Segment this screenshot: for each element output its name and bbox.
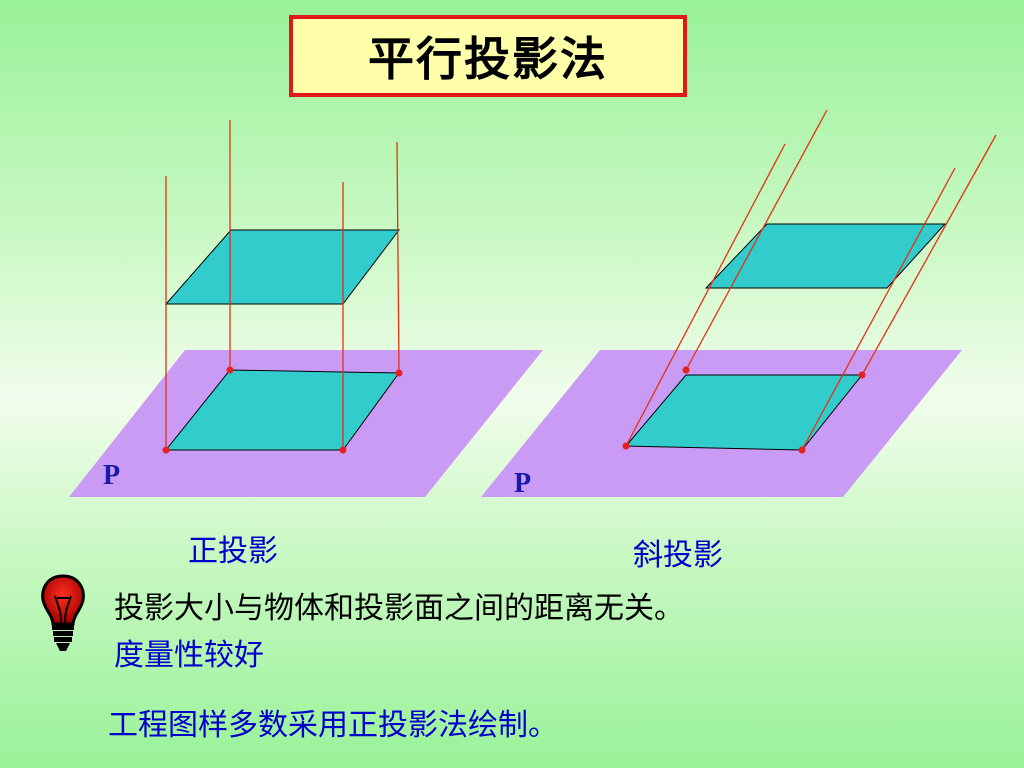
lightbulb-icon [38,574,88,654]
right-upper-shape [704,223,947,289]
note-distance-independent: 投影大小与物体和投影面之间的距离无关。 [114,591,684,626]
orthographic-caption: 正投影 [188,534,278,569]
left-plane-label: P [103,460,120,491]
right-projection-rays [625,109,997,451]
note-engineering-drawings: 工程图样多数采用正投影法绘制。 [108,708,558,743]
page-title: 平行投影法 [368,32,608,86]
note-measurability: 度量性较好 [114,638,264,673]
left-upper-shape [164,229,401,305]
left-projection-points [162,366,403,454]
title-box: 平行投影法 [289,15,687,97]
right-projection-points [622,366,866,454]
oblique-caption: 斜投影 [633,538,723,573]
left-projection-rays [165,120,400,450]
right-plane-label: P [514,468,531,499]
